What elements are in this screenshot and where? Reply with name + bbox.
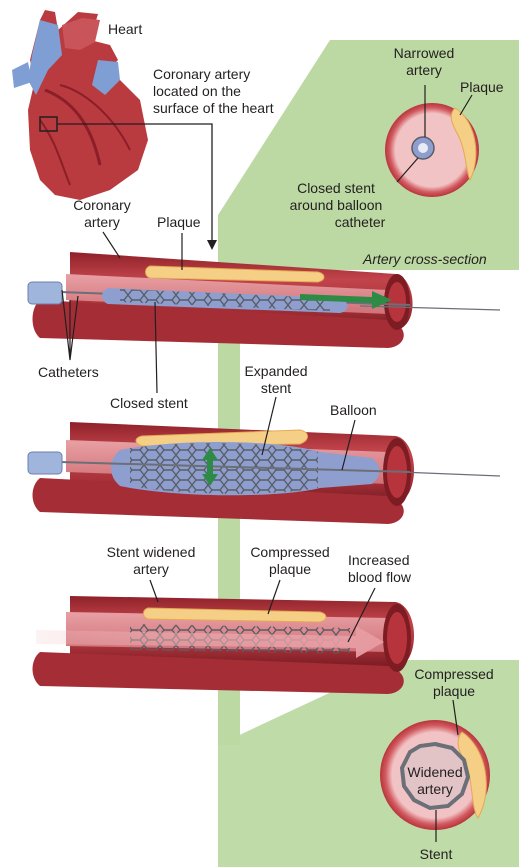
label-stent-bottom: Stent: [408, 846, 464, 862]
label-narrowed-2: artery: [384, 62, 464, 78]
label-coronary-location-2: located on the: [153, 83, 241, 99]
label-closed-stent: Closed stent: [110, 395, 188, 411]
label-plaque-top: Plaque: [460, 79, 504, 95]
artery-widened: [33, 596, 415, 694]
label-compressed-plaque-1: Compressed: [240, 544, 340, 560]
label-compressed-plaque-br-1: Compressed: [404, 666, 504, 682]
label-coronary-location-1: Coronary artery: [153, 66, 250, 82]
coronary-artery-leader: [103, 232, 120, 258]
label-coronary-location-3: surface of the heart: [153, 100, 274, 116]
label-increased-flow-2: blood flow: [348, 569, 411, 585]
label-catheters: Catheters: [38, 364, 99, 380]
label-artery-cross-section: Artery cross-section: [363, 251, 487, 267]
label-narrowed-1: Narrowed: [384, 45, 464, 61]
label-balloon: Balloon: [330, 402, 377, 418]
heart-pointer-arrowhead: [207, 240, 217, 250]
label-plaque-mid: Plaque: [157, 214, 201, 230]
label-widened-artery-2: artery: [397, 781, 473, 797]
label-widened-artery-1: Widened: [397, 764, 473, 780]
label-coronary-artery-1: Coronary: [62, 197, 142, 213]
label-closed-stent-balloon-1: Closed stent: [276, 180, 396, 196]
label-stent-widened-1: Stent widened: [92, 544, 210, 560]
label-compressed-plaque-2: plaque: [240, 561, 340, 577]
label-expanded-stent-1: Expanded: [238, 363, 314, 379]
heart-illustration: [12, 10, 148, 200]
label-compressed-plaque-br-2: plaque: [404, 683, 504, 699]
label-coronary-artery-2: artery: [62, 214, 142, 230]
label-increased-flow-1: Increased: [348, 552, 409, 568]
label-heart: Heart: [108, 21, 142, 37]
label-closed-stent-balloon-2: around balloon: [276, 197, 396, 213]
cross-section-narrowed: [385, 103, 479, 197]
label-closed-stent-balloon-3: catheter: [300, 214, 420, 230]
artery-expanded-stent: [28, 422, 500, 524]
label-stent-widened-2: artery: [92, 561, 210, 577]
label-expanded-stent-2: stent: [238, 380, 314, 396]
